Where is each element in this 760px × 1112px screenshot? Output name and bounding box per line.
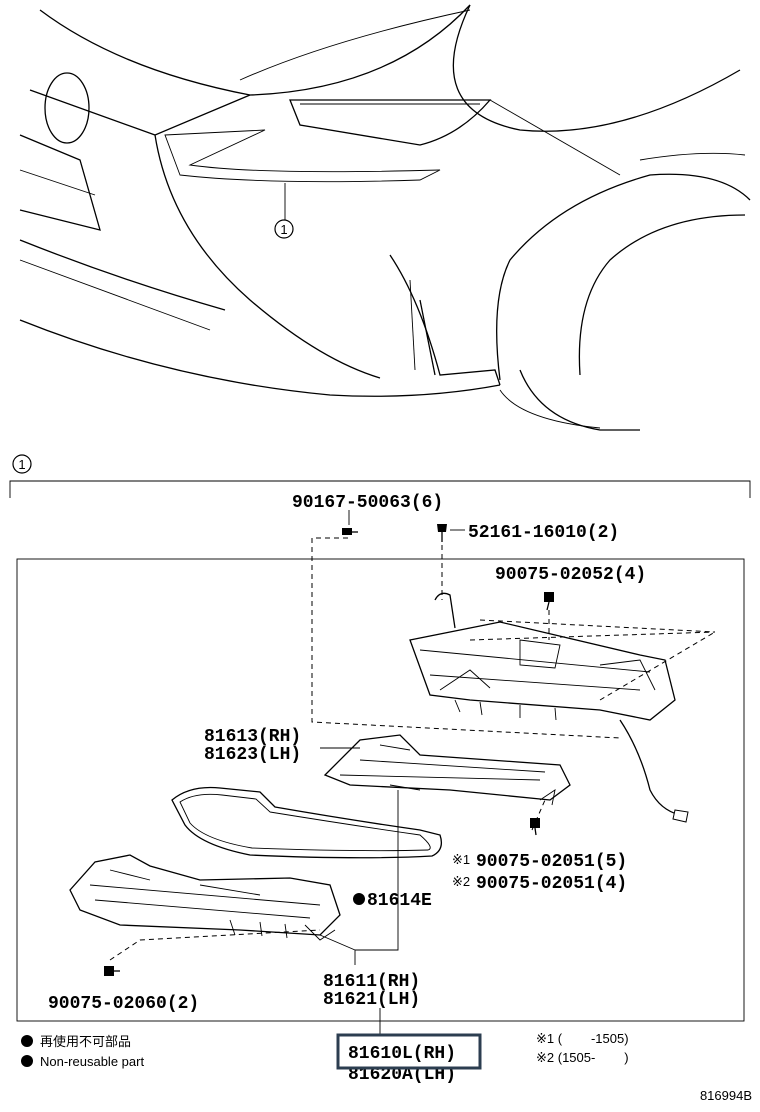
legend-note-1: ※1 ( -1505): [536, 1031, 629, 1046]
label-81611: 81611(RH): [323, 972, 420, 992]
label-90075-02051-a: 90075-02051(5): [476, 852, 627, 872]
screw-90075-02052: [544, 592, 554, 611]
leader-81611: [319, 790, 399, 965]
label-90075-02060: 90075-02060(2): [48, 994, 199, 1014]
label-81610L: 81610L(RH): [348, 1044, 456, 1064]
section-callout-1: 1: [18, 457, 25, 472]
legend-en: Non-reusable part: [40, 1054, 144, 1069]
label-81621: 81621(LH): [323, 990, 420, 1010]
label-90075-02052: 90075-02052(4): [495, 565, 646, 585]
vehicle-front-illustration: 1: [19, 4, 751, 431]
section-bracket: [9, 480, 751, 498]
lens-81613: [323, 734, 571, 806]
alignment-lines: [311, 537, 716, 739]
non-reusable-marker: [353, 893, 365, 905]
screw-90167: [342, 510, 358, 535]
mark-1: ※1: [452, 852, 470, 867]
label-81623: 81623(LH): [204, 745, 301, 765]
clip-52161: [437, 524, 465, 542]
screw-90075-02051: [530, 818, 540, 836]
mark-2: ※2: [452, 874, 470, 889]
legend-dot-jp: [21, 1035, 33, 1047]
lamp-unit-81611: [69, 854, 341, 941]
lamp-housing-upper: [409, 592, 689, 823]
label-81620A: 81620A(LH): [348, 1065, 456, 1085]
assembly-frame: [16, 558, 745, 1022]
label-52161-16010: 52161-16010(2): [468, 523, 619, 543]
legend-note-2: ※2 (1505- ): [536, 1050, 629, 1065]
screw-90075-02060: [104, 966, 120, 976]
legend-dot-en: [21, 1055, 33, 1067]
label-81613: 81613(RH): [204, 727, 301, 747]
highlight-box: [336, 1033, 482, 1070]
callout-1: 1: [280, 222, 287, 237]
label-90075-02051-b: 90075-02051(4): [476, 874, 627, 894]
alignment-right: [531, 799, 546, 831]
gasket-81614E: [171, 786, 443, 859]
label-90167-50063: 90167-50063(6): [292, 493, 443, 513]
legend-jp: 再使用不可部品: [40, 1034, 131, 1049]
label-81614E: 81614E: [367, 891, 432, 911]
diagram-id: 816994B: [700, 1088, 752, 1103]
alignment-lower: [109, 929, 321, 961]
